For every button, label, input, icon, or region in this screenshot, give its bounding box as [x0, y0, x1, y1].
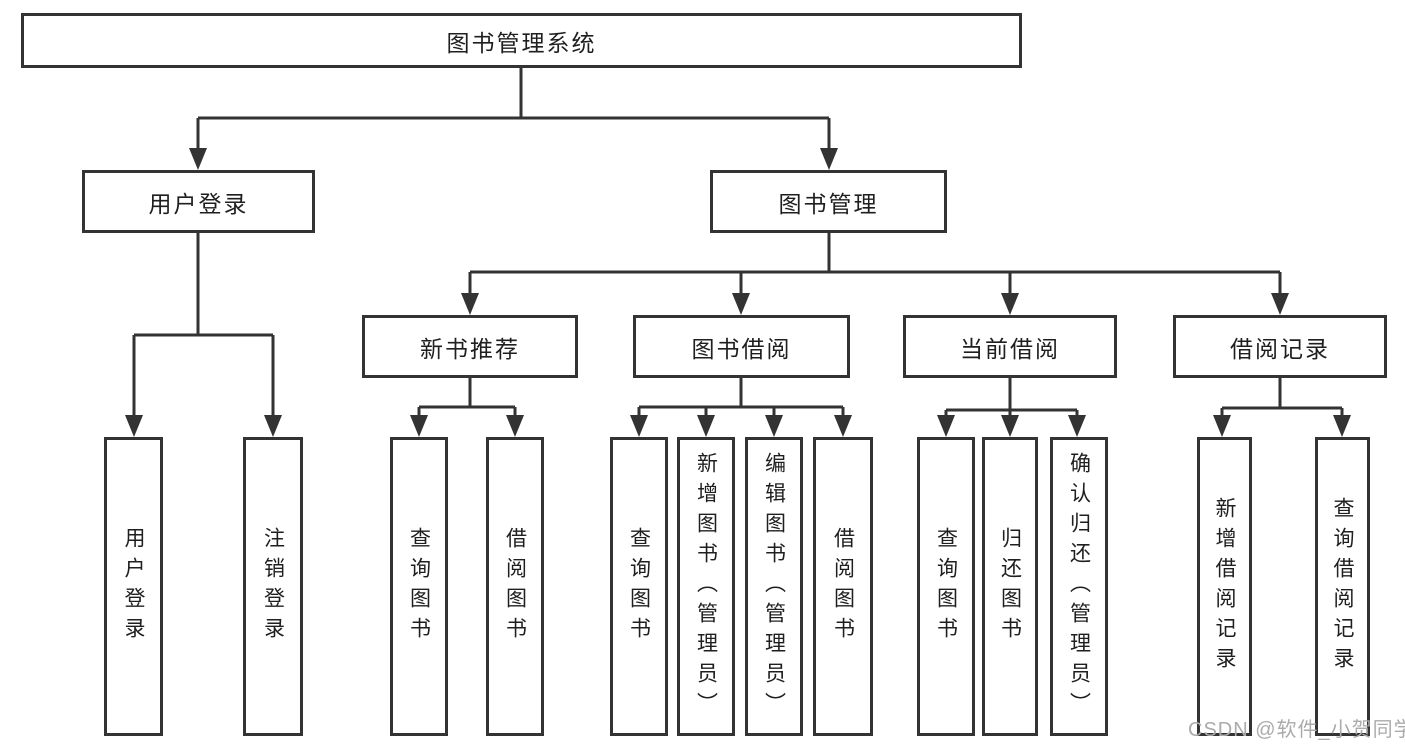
node-label: 新增借阅记录: [1213, 496, 1236, 677]
node-label: 借阅图书: [503, 526, 527, 647]
leaf-query-books-current: 查询图书: [917, 437, 975, 736]
node-current-borrowing: 当前借阅: [903, 315, 1117, 378]
leaf-add-borrow-record: 新增借阅记录: [1197, 437, 1252, 736]
node-label: 用户登录: [122, 526, 145, 647]
node-label: 图书管理: [778, 190, 879, 217]
leaf-query-borrow-record: 查询借阅记录: [1315, 437, 1370, 736]
node-book-management: 图书管理: [710, 170, 947, 233]
node-new-book-recommendation: 新书推荐: [362, 315, 578, 378]
node-label: 新增图书（管理员）: [694, 451, 718, 722]
node-label: 查询借阅记录: [1331, 496, 1354, 677]
node-label: 确认归还（管理员）: [1067, 451, 1091, 722]
node-label: 用户登录: [148, 190, 249, 217]
leaf-logout: 注销登录: [243, 437, 303, 736]
node-label: 借阅图书: [831, 526, 855, 647]
node-label: 新书推荐: [420, 335, 520, 362]
leaf-edit-books-admin: 编辑图书（管理员）: [745, 437, 803, 736]
node-label: 归还图书: [998, 526, 1022, 647]
leaf-user-login: 用户登录: [104, 437, 163, 736]
leaf-borrow-books-borrowing: 借阅图书: [813, 437, 873, 736]
node-library-management-system: 图书管理系统: [21, 13, 1022, 68]
leaf-confirm-return-admin: 确认归还（管理员）: [1050, 437, 1108, 736]
node-label: 查询图书: [627, 526, 651, 647]
leaf-borrow-books-recommend: 借阅图书: [486, 437, 544, 736]
node-label: 注销登录: [261, 526, 285, 647]
node-label: 图书管理系统: [446, 29, 597, 56]
node-label: 当前借阅: [960, 335, 1060, 362]
node-label: 编辑图书（管理员）: [762, 451, 786, 722]
node-book-borrowing: 图书借阅: [633, 315, 850, 378]
leaf-query-books-recommend: 查询图书: [390, 437, 448, 736]
node-label: 图书借阅: [691, 335, 792, 362]
leaf-return-books: 归还图书: [982, 437, 1038, 736]
node-user-login: 用户登录: [82, 170, 315, 233]
node-label: 查询图书: [407, 526, 431, 647]
node-label: 查询图书: [934, 526, 958, 647]
node-borrowing-records: 借阅记录: [1173, 315, 1387, 378]
node-label: 借阅记录: [1230, 335, 1330, 362]
leaf-query-books-borrowing: 查询图书: [610, 437, 668, 736]
csdn-watermark: CSDN @软件_小贺同学: [1188, 719, 1405, 741]
leaf-add-books-admin: 新增图书（管理员）: [677, 437, 735, 736]
